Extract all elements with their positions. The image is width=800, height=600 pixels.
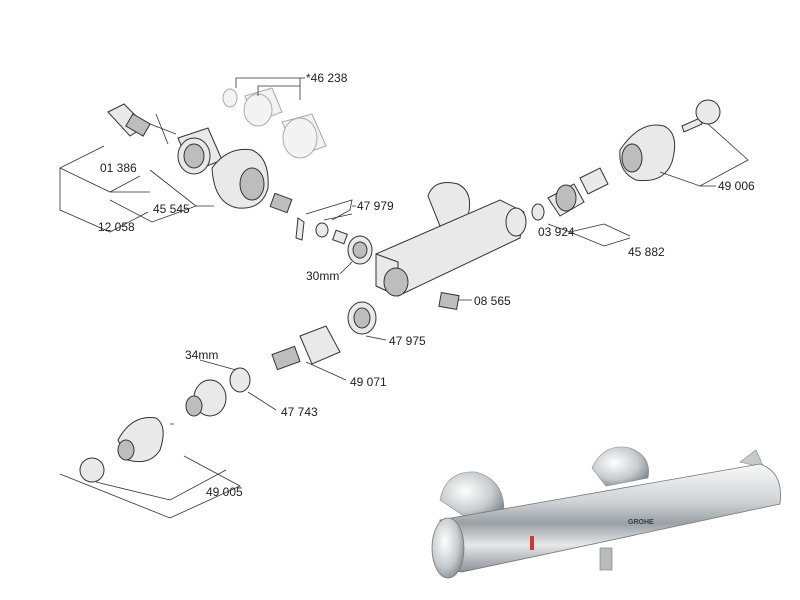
label-30mm: 30mm	[306, 269, 339, 283]
label-49006: 49 006	[718, 179, 755, 193]
part-bottom-left-group: 34mm 47 743 49 005	[59, 348, 318, 519]
red-indicator-icon	[530, 536, 534, 550]
brand-logo: GROHE	[628, 519, 654, 526]
label-34mm: 34mm	[185, 348, 218, 362]
label-49005: 49 005	[206, 485, 243, 499]
label-47979: 47 979	[357, 199, 394, 213]
part-cartridge-group: 47 975 49 071	[271, 301, 426, 389]
part-46238-group: *46 238	[222, 71, 348, 159]
part-47979-group: 47 979 30mm	[295, 199, 394, 283]
label-45882: 45 882	[628, 245, 665, 259]
label-46238: *46 238	[306, 71, 348, 85]
label-01386: 01 386	[100, 161, 137, 175]
label-47975: 47 975	[389, 334, 426, 348]
part-01386-group: 01 386 45 545 12 058	[59, 103, 293, 234]
thermostat-body: 08 565	[375, 182, 527, 311]
product-photo: GROHE	[431, 446, 781, 579]
label-49071: 49 071	[350, 375, 387, 389]
label-47743: 47 743	[281, 405, 318, 419]
label-12058: 12 058	[98, 220, 135, 234]
label-45545: 45 545	[153, 202, 190, 216]
part-right-group: 03 924 45 882 49 006	[531, 99, 755, 259]
label-03924: 03 924	[538, 225, 575, 239]
label-08565: 08 565	[474, 294, 511, 308]
